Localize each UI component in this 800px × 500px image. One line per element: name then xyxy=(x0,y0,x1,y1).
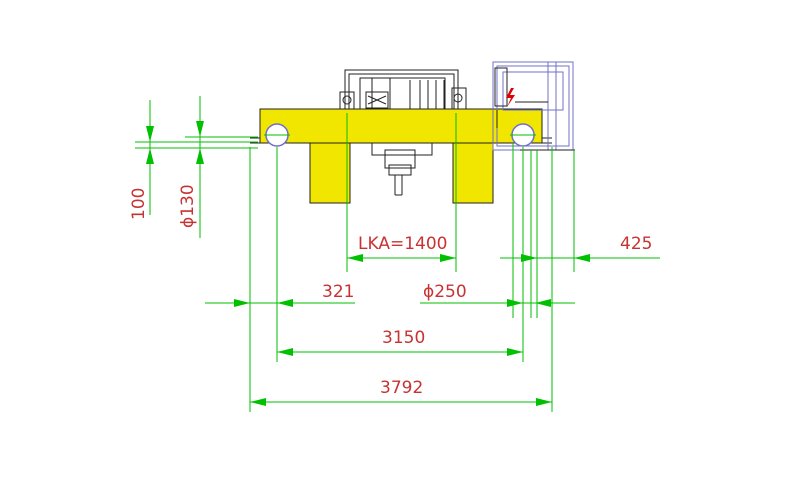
dim-3792: 3792 xyxy=(380,378,423,398)
overall-width-dimension xyxy=(250,398,552,406)
dim-pin-diameter: ϕ130 xyxy=(178,184,198,228)
lka-dimension xyxy=(346,113,457,272)
hook-block xyxy=(371,142,433,196)
right-extension-lines xyxy=(500,143,660,412)
right-leg xyxy=(452,142,494,204)
dim-100: 100 xyxy=(129,188,149,220)
trolley-frame xyxy=(250,108,552,204)
lightning-warning-icon xyxy=(506,88,515,107)
left-leg xyxy=(309,142,351,204)
dim-3150: 3150 xyxy=(382,328,425,348)
main-beam xyxy=(259,108,543,144)
wheel-span-dimension xyxy=(277,348,523,356)
hoist-unit xyxy=(339,69,467,113)
dim-wheel-diameter: ϕ250 xyxy=(423,282,467,302)
left-vertical-dims xyxy=(135,96,258,238)
dim-321: 321 xyxy=(322,282,354,302)
offset-dimension-row xyxy=(205,147,575,412)
dim-425: 425 xyxy=(620,234,652,254)
dim-lka: LKA=1400 xyxy=(358,234,447,254)
control-cabinet xyxy=(492,61,575,151)
